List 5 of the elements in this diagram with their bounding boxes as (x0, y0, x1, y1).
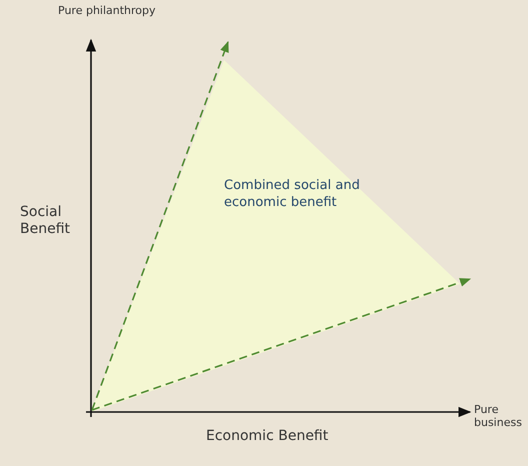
axis-title: Economic Benefit (206, 428, 328, 445)
axis-title: Social Benefit (20, 204, 72, 238)
region-label: Combined social and economic benefit (224, 178, 361, 212)
axis-end-label: Pure business (474, 403, 523, 430)
axis-end-label: Pure philanthropy (58, 4, 156, 18)
